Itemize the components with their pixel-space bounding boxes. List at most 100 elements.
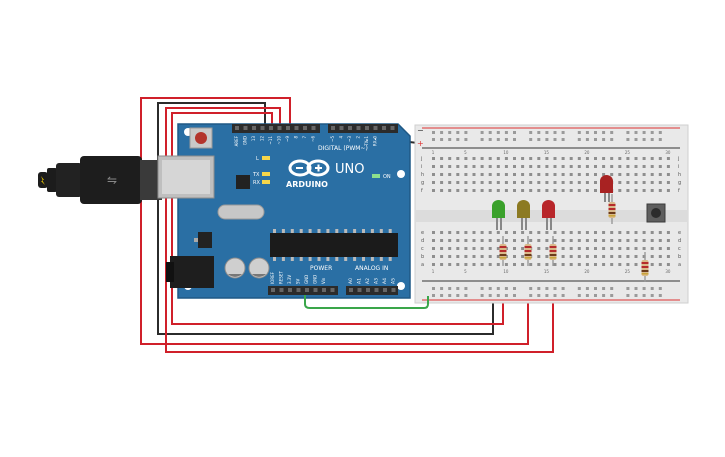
l-label: L — [256, 156, 259, 162]
analog-pin-label: A0 — [348, 278, 354, 284]
brand-label: ARDUINO — [286, 180, 328, 189]
digital-pin-label: ~3 — [347, 136, 352, 142]
column-number: 20 — [584, 150, 590, 155]
power-pin-label: GND — [313, 275, 318, 284]
column-number: 30 — [665, 150, 671, 155]
digital-pin-label: RX◂0 — [373, 136, 378, 147]
capacitor-2 — [248, 257, 270, 279]
analog-pin-label: A1 — [357, 278, 363, 284]
column-number: 5 — [464, 150, 467, 155]
digital-pin-label: AREF — [234, 135, 239, 146]
row-letter: e — [421, 230, 424, 236]
digital-header-right — [328, 124, 398, 133]
analog-pin-label: A3 — [374, 278, 380, 284]
rail-plus-label: + — [417, 139, 424, 148]
components-layer — [492, 175, 666, 282]
row-letter: a — [678, 262, 681, 268]
column-number: 15 — [544, 150, 550, 155]
digital-header-left — [232, 124, 320, 133]
reset-button[interactable] — [189, 127, 213, 149]
digital-pin-label: ~6 — [311, 136, 316, 142]
row-letter: c — [678, 246, 681, 252]
column-number: 25 — [625, 150, 631, 155]
digital-pin-label: 4 — [339, 136, 344, 139]
digital-pin-label: 13 — [251, 136, 256, 142]
rx-label: RX — [253, 180, 260, 186]
power-header — [268, 286, 338, 295]
wire-red-outer[interactable] — [140, 97, 529, 345]
wire-green[interactable] — [304, 295, 429, 309]
microcontroller-chip — [270, 229, 398, 261]
resistor[interactable] — [641, 252, 649, 282]
regulator — [198, 232, 212, 248]
digital-header-label: DIGITAL (PWM~) — [318, 145, 368, 152]
column-number: 1 — [432, 150, 435, 155]
column-number: 30 — [665, 269, 671, 274]
row-letter: g — [421, 180, 424, 186]
row-letter: b — [678, 254, 681, 260]
power-pin-label: GND — [304, 275, 309, 284]
digital-pin-label: GND — [243, 136, 248, 145]
analog-pin-label: A5 — [391, 278, 397, 284]
row-letter: f — [421, 188, 423, 194]
digital-pin-label: ~11 — [268, 136, 273, 145]
arduino-board: ARDUINO UNO ON L TX RX DIGITAL (PWM~) PO… — [157, 123, 411, 299]
digital-pin-label: ~9 — [285, 136, 290, 142]
resistor[interactable] — [608, 194, 616, 224]
power-pin-label: Vin — [321, 277, 326, 284]
column-number: 15 — [544, 269, 550, 274]
row-letter: j — [420, 156, 422, 162]
arduino-logo-icon — [288, 159, 330, 177]
power-header-label: POWER — [310, 265, 332, 272]
row-letter: h — [678, 172, 681, 178]
row-letter: h — [421, 172, 424, 178]
resistor[interactable] — [524, 236, 532, 266]
rail-minus-label: − — [417, 126, 424, 135]
digital-pin-label: 12 — [260, 136, 265, 142]
led-green[interactable] — [492, 200, 505, 230]
column-number: 25 — [625, 269, 631, 274]
digital-pin-label: 8 — [294, 136, 299, 139]
row-letter: j — [677, 156, 679, 162]
column-number: 5 — [464, 269, 467, 274]
wire-red-inner-1[interactable] — [165, 107, 554, 353]
svg-text:⇋: ⇋ — [107, 173, 117, 187]
led-red-2[interactable] — [600, 175, 613, 202]
row-letter: b — [421, 254, 424, 260]
row-letter: g — [678, 180, 681, 186]
pushbutton[interactable] — [646, 203, 666, 223]
row-letter: e — [678, 230, 681, 236]
wire-red-inner-2[interactable] — [171, 112, 504, 325]
power-pin-label: 3.3V — [287, 275, 292, 284]
analog-header-label: ANALOG IN — [355, 265, 388, 272]
on-label: ON — [383, 174, 391, 180]
analog-pin-label: A4 — [382, 278, 388, 284]
resistor[interactable] — [549, 236, 557, 266]
digital-pin-label: 7 — [302, 136, 307, 139]
row-letter: f — [678, 188, 680, 194]
column-number: 10 — [503, 269, 509, 274]
usb-cable[interactable]: ⇋ — [38, 156, 162, 204]
digital-pin-label: ~5 — [330, 136, 335, 142]
digital-pin-label: 2 — [356, 136, 361, 139]
digital-pin-label: TX▸1 — [364, 136, 369, 147]
power-pin-label: IOREF — [270, 271, 275, 284]
column-number: 20 — [584, 269, 590, 274]
led-yellow[interactable] — [517, 200, 530, 230]
tx-label: TX — [252, 172, 260, 178]
row-letter: c — [421, 246, 424, 252]
usb-bolt-icon — [41, 176, 45, 185]
digital-pin-label: ~10 — [277, 136, 282, 145]
column-number: 10 — [503, 150, 509, 155]
analog-pin-label: A2 — [365, 278, 371, 284]
led-red[interactable] — [542, 200, 555, 230]
chip-small — [236, 175, 250, 189]
crystal — [217, 204, 265, 220]
row-letter: d — [421, 238, 424, 244]
resistor[interactable] — [499, 236, 507, 266]
analog-header — [346, 286, 398, 295]
capacitor-1 — [224, 257, 246, 279]
power-pin-label: 5V — [296, 278, 301, 284]
row-letter: i — [678, 164, 679, 170]
